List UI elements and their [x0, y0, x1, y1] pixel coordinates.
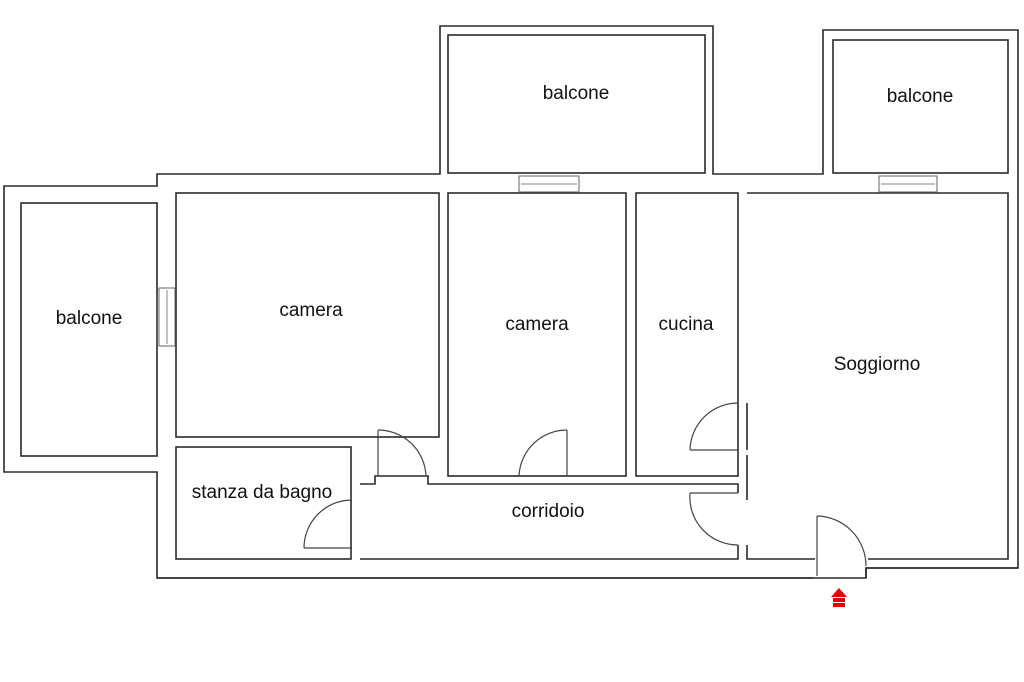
label-soggiorno: Soggiorno — [834, 354, 921, 375]
room-camera-left — [175, 192, 440, 438]
room-balcone-left — [20, 202, 158, 457]
room-cucina — [635, 192, 739, 477]
label-cucina: cucina — [659, 314, 714, 335]
label-balcone-left: balcone — [56, 308, 123, 329]
label-balcone-top-center: balcone — [543, 83, 610, 104]
room-balcone-top-center — [447, 34, 706, 174]
label-camera-center: camera — [505, 314, 569, 335]
label-balcone-top-right: balcone — [887, 86, 954, 107]
door-soggiorno — [689, 492, 739, 546]
room-bagno — [175, 446, 352, 560]
door-bagno — [303, 499, 353, 549]
label-corridoio: corridoio — [512, 501, 585, 522]
label-bagno: stanza da bagno — [192, 482, 333, 503]
label-camera-left: camera — [279, 300, 343, 321]
entrance-arrow-icon — [831, 588, 847, 607]
room-camera-center — [447, 192, 627, 477]
room-soggiorno — [746, 192, 1009, 560]
door-entrance — [816, 515, 867, 567]
room-balcone-top-right — [832, 39, 1009, 174]
room-corridoio — [360, 475, 739, 560]
door-camera-left — [377, 429, 427, 477]
door-camera-center — [518, 429, 568, 477]
door-cucina — [689, 402, 739, 451]
